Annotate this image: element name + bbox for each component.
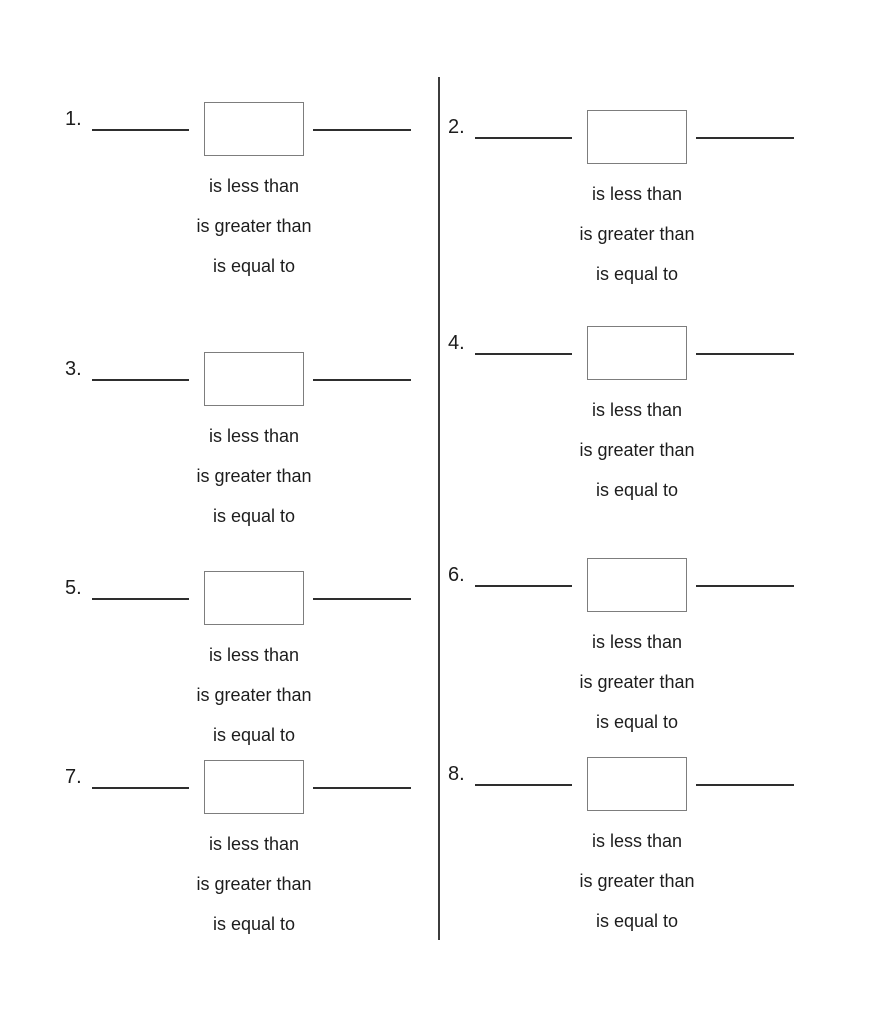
answer-blank-left[interactable] — [475, 333, 572, 355]
problem-block-6: 6. is less than is greater than is equal… — [443, 558, 803, 758]
option-less-than[interactable]: is less than — [591, 632, 683, 652]
comparison-box[interactable] — [204, 571, 304, 625]
problem-number: 8. — [448, 763, 465, 785]
problem-number: 7. — [65, 766, 82, 788]
answer-blank-right[interactable] — [313, 767, 411, 789]
option-list: is less than is greater than is equal to — [104, 166, 404, 286]
option-equal-to[interactable]: is equal to — [595, 911, 679, 931]
answer-blank-left[interactable] — [92, 767, 189, 789]
option-list: is less than is greater than is equal to — [487, 174, 787, 294]
option-less-than[interactable]: is less than — [208, 426, 300, 446]
problem-number: 3. — [65, 358, 82, 380]
problem-number: 6. — [448, 564, 465, 586]
column-divider-line — [438, 77, 440, 940]
option-less-than[interactable]: is less than — [208, 645, 300, 665]
option-greater-than[interactable]: is greater than — [579, 224, 695, 244]
option-greater-than[interactable]: is greater than — [579, 672, 695, 692]
option-equal-to[interactable]: is equal to — [595, 264, 679, 284]
answer-blank-left[interactable] — [92, 109, 189, 131]
option-list: is less than is greater than is equal to — [487, 622, 787, 742]
answer-blank-right[interactable] — [313, 109, 411, 131]
option-equal-to[interactable]: is equal to — [595, 712, 679, 732]
answer-blank-right[interactable] — [696, 565, 794, 587]
comparison-box[interactable] — [204, 102, 304, 156]
option-greater-than[interactable]: is greater than — [196, 685, 312, 705]
option-less-than[interactable]: is less than — [208, 176, 300, 196]
option-list: is less than is greater than is equal to — [104, 416, 404, 536]
problem-block-7: 7. is less than is greater than is equal… — [60, 760, 420, 960]
problem-number: 4. — [448, 332, 465, 354]
problem-block-2: 2. is less than is greater than is equal… — [443, 110, 803, 310]
option-less-than[interactable]: is less than — [591, 400, 683, 420]
answer-blank-right[interactable] — [313, 359, 411, 381]
option-equal-to[interactable]: is equal to — [212, 914, 296, 934]
answer-blank-left[interactable] — [475, 565, 572, 587]
answer-blank-left[interactable] — [475, 117, 572, 139]
answer-blank-right[interactable] — [313, 578, 411, 600]
option-equal-to[interactable]: is equal to — [212, 725, 296, 745]
option-less-than[interactable]: is less than — [208, 834, 300, 854]
answer-blank-right[interactable] — [696, 117, 794, 139]
problem-block-4: 4. is less than is greater than is equal… — [443, 326, 803, 526]
option-less-than[interactable]: is less than — [591, 184, 683, 204]
comparison-box[interactable] — [204, 760, 304, 814]
comparison-box[interactable] — [204, 352, 304, 406]
problem-block-8: 8. is less than is greater than is equal… — [443, 757, 803, 957]
comparison-box[interactable] — [587, 110, 687, 164]
comparison-box[interactable] — [587, 757, 687, 811]
option-greater-than[interactable]: is greater than — [196, 874, 312, 894]
answer-blank-right[interactable] — [696, 333, 794, 355]
answer-blank-left[interactable] — [92, 578, 189, 600]
option-equal-to[interactable]: is equal to — [595, 480, 679, 500]
comparison-box[interactable] — [587, 558, 687, 612]
problem-number: 1. — [65, 108, 82, 130]
option-greater-than[interactable]: is greater than — [579, 871, 695, 891]
option-list: is less than is greater than is equal to — [104, 824, 404, 944]
option-greater-than[interactable]: is greater than — [196, 466, 312, 486]
problem-block-3: 3. is less than is greater than is equal… — [60, 352, 420, 552]
answer-blank-left[interactable] — [475, 764, 572, 786]
problem-block-1: 1. is less than is greater than is equal… — [60, 102, 420, 302]
problem-number: 2. — [448, 116, 465, 138]
problem-number: 5. — [65, 577, 82, 599]
option-list: is less than is greater than is equal to — [487, 390, 787, 510]
comparison-box[interactable] — [587, 326, 687, 380]
option-equal-to[interactable]: is equal to — [212, 506, 296, 526]
option-greater-than[interactable]: is greater than — [196, 216, 312, 236]
answer-blank-right[interactable] — [696, 764, 794, 786]
option-greater-than[interactable]: is greater than — [579, 440, 695, 460]
option-less-than[interactable]: is less than — [591, 831, 683, 851]
option-equal-to[interactable]: is equal to — [212, 256, 296, 276]
answer-blank-left[interactable] — [92, 359, 189, 381]
option-list: is less than is greater than is equal to — [487, 821, 787, 941]
option-list: is less than is greater than is equal to — [104, 635, 404, 755]
problem-block-5: 5. is less than is greater than is equal… — [60, 571, 420, 771]
